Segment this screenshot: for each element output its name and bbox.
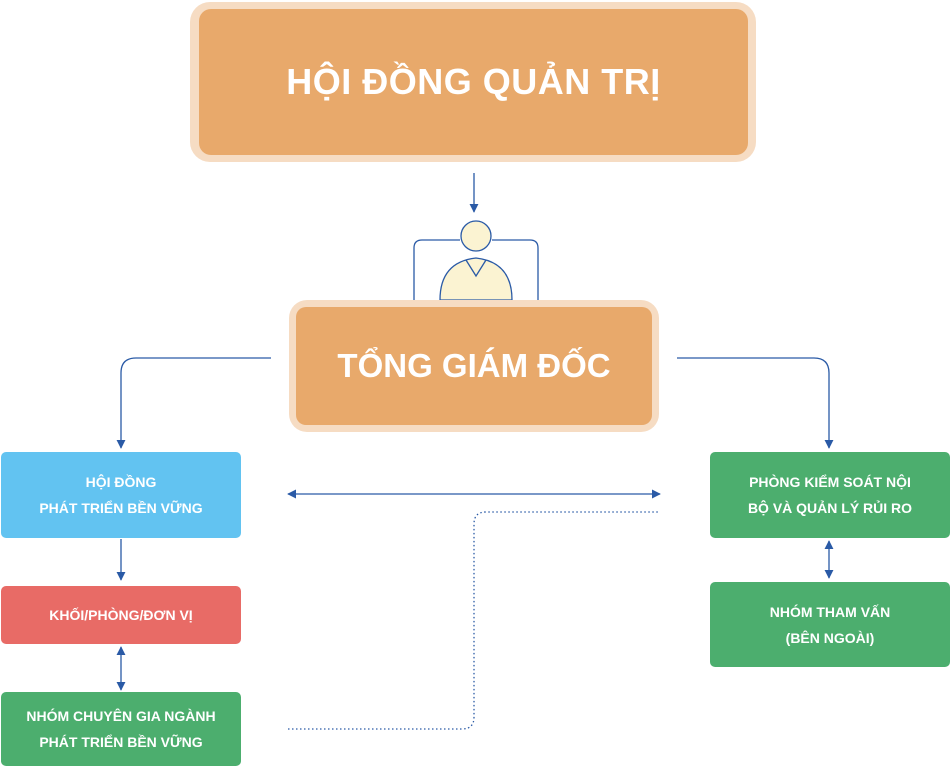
sustainability-council-line1: HỘI ĐỒNG bbox=[85, 474, 157, 490]
board-box: HỘI ĐỒNG QUẢN TRỊ bbox=[199, 9, 748, 155]
arrow-ceo-to-council bbox=[116, 357, 271, 449]
internal-control-box: PHÒNG KIỂM SOÁT NỘI BỘ VÀ QUẢN LÝ RỦI RO bbox=[710, 452, 950, 538]
sustainability-council-box: HỘI ĐỒNG PHÁT TRIỂN BỀN VỮNG bbox=[1, 452, 241, 538]
ceo-title: TỔNG GIÁM ĐỐC bbox=[337, 347, 611, 384]
consult-group-line2: (BÊN NGOÀI) bbox=[785, 629, 875, 646]
arrow-ceo-to-internal-control bbox=[677, 357, 834, 449]
board-title: HỘI ĐỒNG QUẢN TRỊ bbox=[286, 61, 661, 102]
divisions-label: KHỐI/PHÒNG/ĐƠN VỊ bbox=[49, 607, 193, 623]
divisions-box: KHỐI/PHÒNG/ĐƠN VỊ bbox=[1, 586, 241, 644]
person-at-desk-icon bbox=[413, 220, 539, 301]
dotted-connector bbox=[288, 511, 660, 730]
expert-group-box: NHÓM CHUYÊN GIA NGÀNH PHÁT TRIỂN BỀN VỮN… bbox=[1, 692, 241, 766]
consult-group-box: NHÓM THAM VẤN (BÊN NGOÀI) bbox=[710, 582, 950, 667]
expert-group-line1: NHÓM CHUYÊN GIA NGÀNH bbox=[26, 708, 216, 724]
ceo-box: TỔNG GIÁM ĐỐC bbox=[296, 307, 652, 425]
sustainability-council-line2: PHÁT TRIỂN BỀN VỮNG bbox=[39, 500, 203, 516]
internal-control-line1: PHÒNG KIỂM SOÁT NỘI bbox=[749, 474, 911, 490]
expert-group-line2: PHÁT TRIỂN BỀN VỮNG bbox=[39, 734, 203, 750]
consult-group-line1: NHÓM THAM VẤN bbox=[769, 603, 891, 620]
internal-control-line2: BỘ VÀ QUẢN LÝ RỦI RO bbox=[747, 500, 913, 516]
